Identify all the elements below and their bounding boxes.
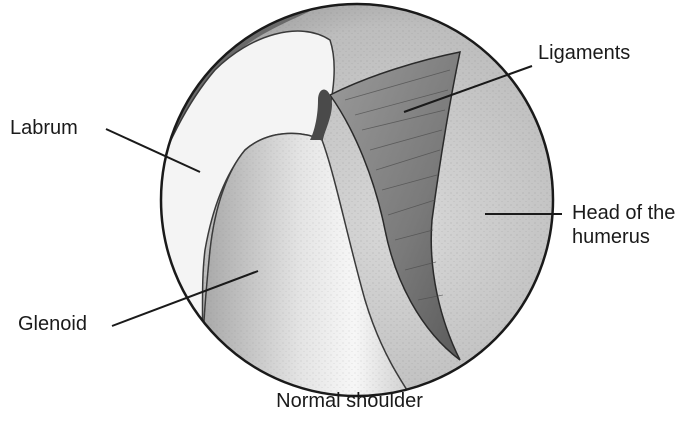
label-head-line2: humerus (572, 225, 675, 249)
label-ligaments: Ligaments (538, 41, 630, 65)
figure-caption: Normal shoulder (0, 389, 699, 413)
arthroscopic-view (150, 0, 570, 410)
label-labrum: Labrum (10, 116, 78, 140)
label-head-line1: Head of the (572, 201, 675, 225)
label-glenoid: Glenoid (18, 312, 87, 336)
label-head-of-humerus: Head of the humerus (572, 201, 675, 249)
